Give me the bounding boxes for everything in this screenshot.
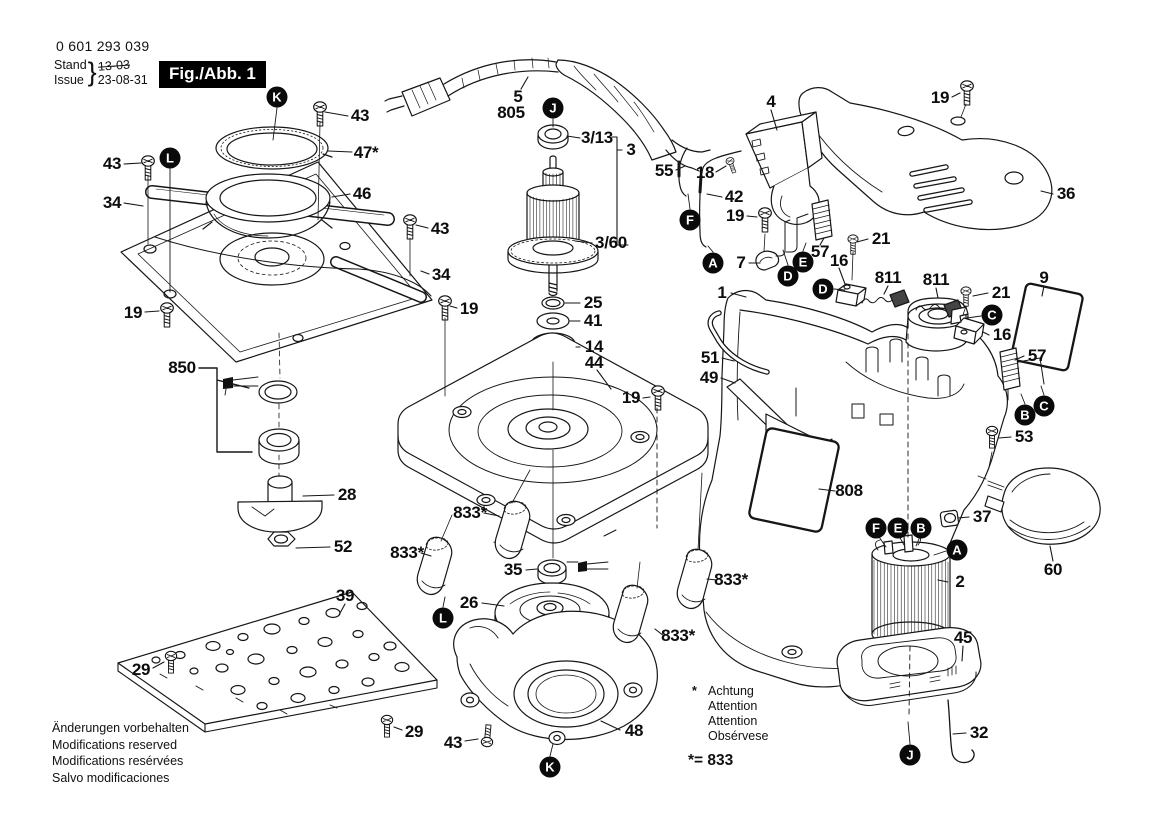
sanding-plate-drawing xyxy=(117,591,438,733)
power-cord-drawing xyxy=(384,57,711,172)
legal-line: Modifications reserved xyxy=(52,737,178,752)
brush-16-left-drawing xyxy=(835,283,867,307)
armature-drawing xyxy=(507,124,599,297)
sanding-frame-drawing xyxy=(120,126,433,363)
motor-housing-drawing xyxy=(698,289,1008,688)
legal-notice: Änderungen vorbehalten Modifications res… xyxy=(52,720,189,786)
stand-label: Stand xyxy=(54,57,87,72)
cover-panel-drawing xyxy=(1010,282,1084,372)
note-line: Achtung xyxy=(708,684,754,698)
attention-note: * Achtung Attention Attention Obsérvese xyxy=(692,684,768,744)
intermediate-base-drawing xyxy=(397,332,709,551)
note-line: Obsérvese xyxy=(708,729,769,743)
legal-line: Modifications resérvées xyxy=(52,754,184,768)
field-coil-drawing xyxy=(871,534,951,647)
carbon-brush-left-drawing xyxy=(861,289,910,308)
fan-bearing-drawing xyxy=(537,559,567,585)
assembly-note-icon xyxy=(223,376,259,396)
document-number: 0 601 293 039 xyxy=(56,38,150,54)
asterisk-equals-note: *= 833 xyxy=(688,752,734,769)
legal-line: Salvo modificaciones xyxy=(52,770,170,785)
square-nut-drawing xyxy=(939,509,960,528)
switch-drawing xyxy=(745,111,823,225)
bottom-plate-drawing xyxy=(836,627,982,706)
brush-holder-right-drawing xyxy=(999,347,1045,401)
wire-clip-drawing xyxy=(947,699,975,764)
brace-glyph: } xyxy=(87,57,97,87)
sliding-panel-drawing xyxy=(748,427,840,533)
stand-value: 13-03 xyxy=(97,57,131,74)
figure-label: Fig./Abb. 1 xyxy=(159,61,266,88)
issue-block: Stand Issue } 13-03 23-08-31 xyxy=(54,57,148,88)
bearing-set-drawing xyxy=(198,332,323,547)
handle-rod-drawing xyxy=(707,310,770,375)
projection-lines xyxy=(147,103,993,717)
fan-housing-drawing xyxy=(453,610,658,746)
pad-feet-drawing xyxy=(416,500,713,643)
legal-line: Änderungen vorbehalten xyxy=(52,721,189,735)
issue-value: 23-08-31 xyxy=(97,72,148,87)
asterisk: * xyxy=(692,684,697,698)
motor-cover-drawing xyxy=(798,87,1053,231)
assembly-note-icon xyxy=(566,561,609,572)
leader-lines xyxy=(123,76,1054,757)
brush-holder-left-drawing xyxy=(775,199,833,257)
issue-label: Issue xyxy=(54,72,84,87)
note-line: Attention xyxy=(708,714,758,728)
lever-drawing xyxy=(755,250,780,271)
note-line: Attention xyxy=(708,699,758,713)
brush-16-right-drawing xyxy=(953,317,985,345)
dust-flap-drawing xyxy=(977,467,1101,545)
